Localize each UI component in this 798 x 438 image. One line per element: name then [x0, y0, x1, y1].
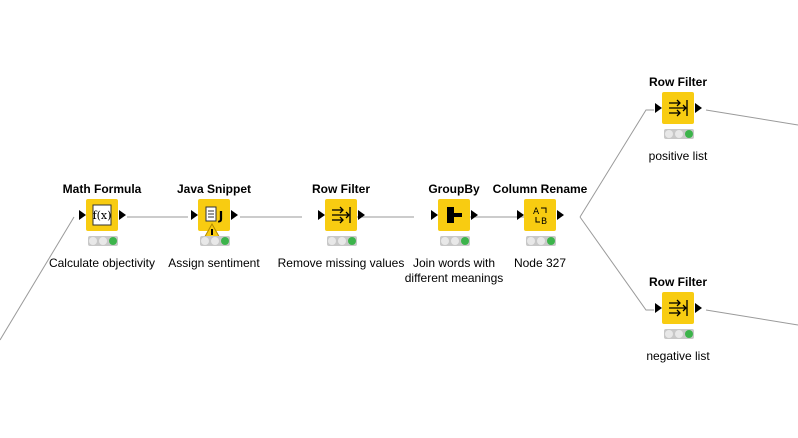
input-port[interactable]: [318, 210, 325, 220]
node-box[interactable]: [438, 199, 470, 231]
input-port[interactable]: [191, 210, 198, 220]
output-port[interactable]: [119, 210, 126, 220]
java-icon: J: [205, 206, 223, 223]
status-traffic-light: [440, 236, 470, 246]
row-filter-icon: [332, 206, 351, 224]
status-light-green: [221, 237, 229, 245]
status-light-green: [685, 330, 693, 338]
input-port[interactable]: [655, 303, 662, 313]
node-title: Row Filter: [311, 182, 370, 196]
status-light-yellow: [211, 237, 219, 245]
status-light-red: [665, 330, 673, 338]
status-light-yellow: [537, 237, 545, 245]
status-light-green: [109, 237, 117, 245]
connection-incoming: [0, 216, 75, 341]
status-light-red: [201, 237, 209, 245]
node-box[interactable]: J: [198, 199, 230, 231]
node-label[interactable]: negative list: [646, 349, 710, 363]
status-light-red: [89, 237, 97, 245]
status-traffic-light: [200, 236, 230, 246]
svg-text:B: B: [541, 217, 547, 227]
status-light-green: [348, 237, 356, 245]
status-traffic-light: [327, 236, 357, 246]
function-icon: f(x): [92, 204, 112, 226]
node-box[interactable]: [662, 92, 694, 124]
status-light-yellow: [338, 237, 346, 245]
status-light-green: [685, 130, 693, 138]
row-filter-icon: [669, 99, 688, 117]
node-box[interactable]: [325, 199, 357, 231]
status-light-yellow: [675, 330, 683, 338]
node-label[interactable]: positive list: [648, 149, 708, 163]
status-traffic-light: [664, 329, 694, 339]
status-traffic-light: [664, 129, 694, 139]
output-port[interactable]: [231, 210, 238, 220]
input-port[interactable]: [655, 103, 662, 113]
svg-text:A: A: [533, 207, 540, 217]
status-light-red: [328, 237, 336, 245]
node-label[interactable]: Remove missing values: [277, 256, 405, 270]
node-label[interactable]: Join words with different meanings: [404, 256, 504, 285]
column-rename-icon: A B: [533, 207, 547, 227]
node-label[interactable]: Assign sentiment: [168, 256, 260, 270]
output-port[interactable]: [557, 210, 564, 220]
status-traffic-light: [88, 236, 118, 246]
node-title: Math Formula: [62, 182, 142, 196]
output-port[interactable]: [695, 303, 702, 313]
connection-positive-out: [705, 109, 798, 126]
node-label[interactable]: Node 327: [513, 256, 567, 270]
svg-text:f(x): f(x): [93, 209, 112, 222]
status-traffic-light: [526, 236, 556, 246]
node-box[interactable]: [662, 292, 694, 324]
output-port[interactable]: [471, 210, 478, 220]
input-port[interactable]: [517, 210, 524, 220]
node-label[interactable]: Calculate objectivity: [48, 256, 156, 270]
connection-negative-out: [705, 309, 798, 326]
output-port[interactable]: [695, 103, 702, 113]
node-title: Row Filter: [648, 275, 707, 289]
node-box[interactable]: f(x): [86, 199, 118, 231]
groupby-icon: [447, 207, 462, 223]
connection-rename-negative: [579, 216, 654, 311]
svg-text:J: J: [218, 209, 223, 223]
node-title: Row Filter: [648, 75, 707, 89]
node-box[interactable]: A B: [524, 199, 556, 231]
input-port[interactable]: [79, 210, 86, 220]
status-light-red: [665, 130, 673, 138]
row-filter-icon: [669, 299, 688, 317]
node-title: GroupBy: [428, 182, 480, 196]
status-light-green: [547, 237, 555, 245]
node-title: Java Snippet: [176, 182, 252, 196]
output-port[interactable]: [358, 210, 365, 220]
status-light-yellow: [675, 130, 683, 138]
status-light-red: [441, 237, 449, 245]
status-light-yellow: [451, 237, 459, 245]
input-port[interactable]: [431, 210, 438, 220]
node-title: Column Rename: [492, 182, 588, 196]
connection-rename-positive: [579, 109, 654, 218]
status-light-green: [461, 237, 469, 245]
status-light-red: [527, 237, 535, 245]
status-light-yellow: [99, 237, 107, 245]
